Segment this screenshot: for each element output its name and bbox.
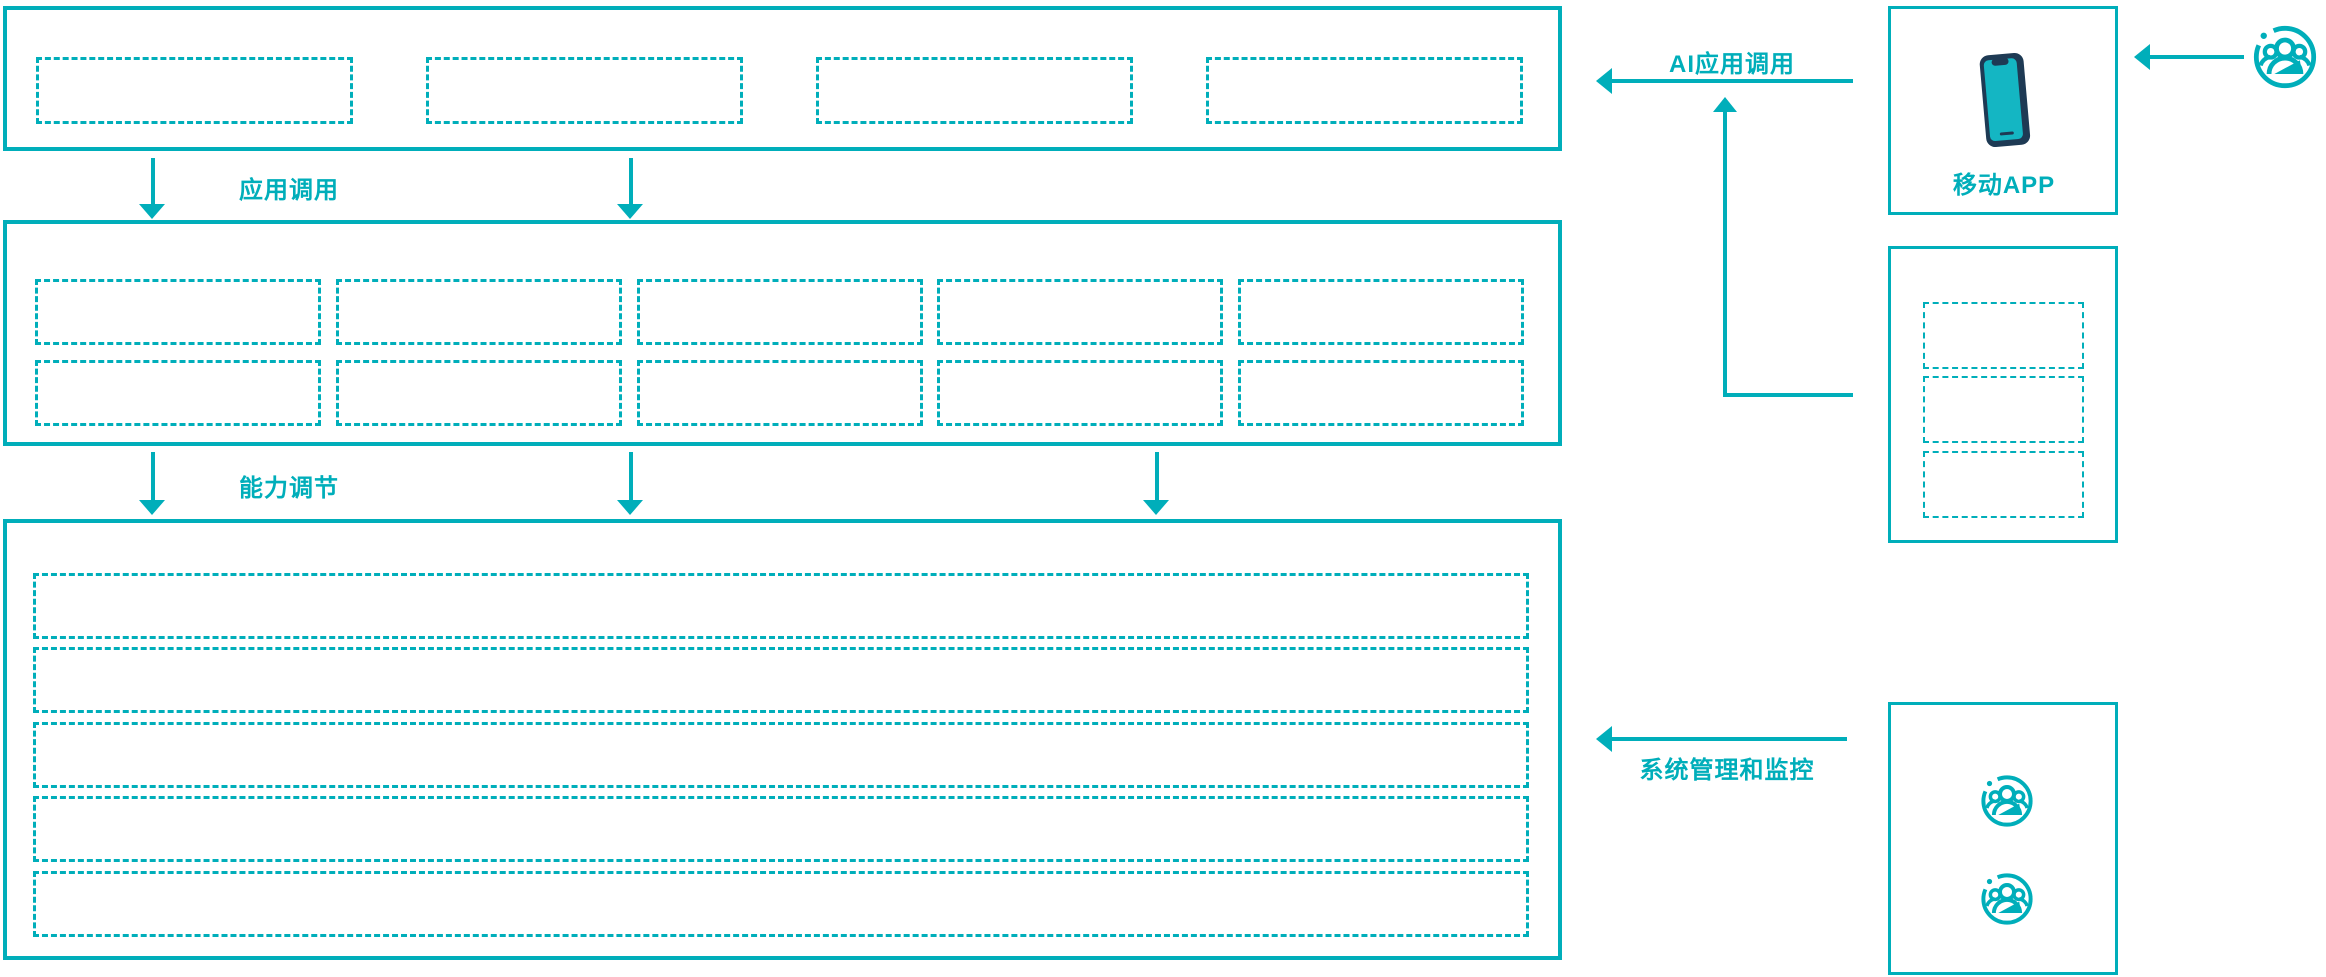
up-arrow-icon	[1713, 97, 1737, 112]
left-arrow-icon	[1596, 68, 1612, 94]
user-group-icon	[1981, 775, 2033, 827]
down-arrow-shaft	[151, 452, 155, 500]
placeholder-box	[937, 279, 1223, 345]
left-arrow-icon	[1596, 726, 1612, 752]
down-arrow-icon	[1143, 500, 1169, 515]
down-arrow-icon	[139, 204, 165, 219]
system-monitor-label: 系统管理和监控	[1639, 757, 1815, 784]
placeholder-row	[33, 871, 1529, 937]
mobile-phone-icon	[1979, 53, 2031, 147]
down-arrow-shaft	[629, 158, 633, 204]
right-panel-box	[1888, 246, 2118, 543]
placeholder-box	[336, 279, 622, 345]
ai-app-call-label: AI应用调用	[1669, 51, 1795, 78]
down-arrow-icon	[617, 204, 643, 219]
placeholder-box	[1923, 451, 2084, 518]
placeholder-row	[33, 647, 1529, 713]
left-arrow-icon	[2134, 44, 2150, 70]
placeholder-box	[35, 279, 321, 345]
left-arrow-shaft	[1612, 79, 1853, 83]
middle-layer-box	[3, 220, 1562, 446]
placeholder-box	[637, 279, 923, 345]
placeholder-box	[816, 57, 1133, 124]
placeholder-box	[426, 57, 743, 124]
placeholder-box	[36, 57, 353, 124]
placeholder-box	[1206, 57, 1523, 124]
placeholder-box	[937, 360, 1223, 426]
app-call-label: 应用调用	[239, 177, 339, 204]
user-group-icon	[2253, 25, 2317, 89]
placeholder-row	[33, 573, 1529, 639]
placeholder-box	[1238, 279, 1524, 345]
mobile-app-box: 移动APP	[1888, 6, 2118, 215]
placeholder-box	[35, 360, 321, 426]
down-arrow-icon	[139, 500, 165, 515]
placeholder-box	[1923, 302, 2084, 369]
placeholder-box	[637, 360, 923, 426]
bottom-layer-box	[3, 519, 1562, 960]
placeholder-box	[1238, 360, 1524, 426]
up-arrow-shaft	[1723, 112, 1727, 395]
left-arrow-shaft	[2150, 55, 2244, 59]
down-arrow-icon	[617, 500, 643, 515]
mobile-app-label: 移动APP	[1952, 172, 2056, 199]
top-layer-box	[3, 6, 1562, 151]
capability-adjust-label: 能力调节	[239, 475, 339, 502]
placeholder-box	[1923, 376, 2084, 443]
down-arrow-shaft	[1155, 452, 1159, 500]
left-arrow-shaft	[1612, 737, 1847, 741]
placeholder-box	[336, 360, 622, 426]
placeholder-row	[33, 722, 1529, 788]
user-group-icon	[1981, 873, 2033, 925]
connector-line	[1723, 393, 1853, 397]
admin-users-box	[1888, 702, 2118, 975]
down-arrow-shaft	[151, 158, 155, 204]
placeholder-row	[33, 796, 1529, 862]
down-arrow-shaft	[629, 452, 633, 500]
